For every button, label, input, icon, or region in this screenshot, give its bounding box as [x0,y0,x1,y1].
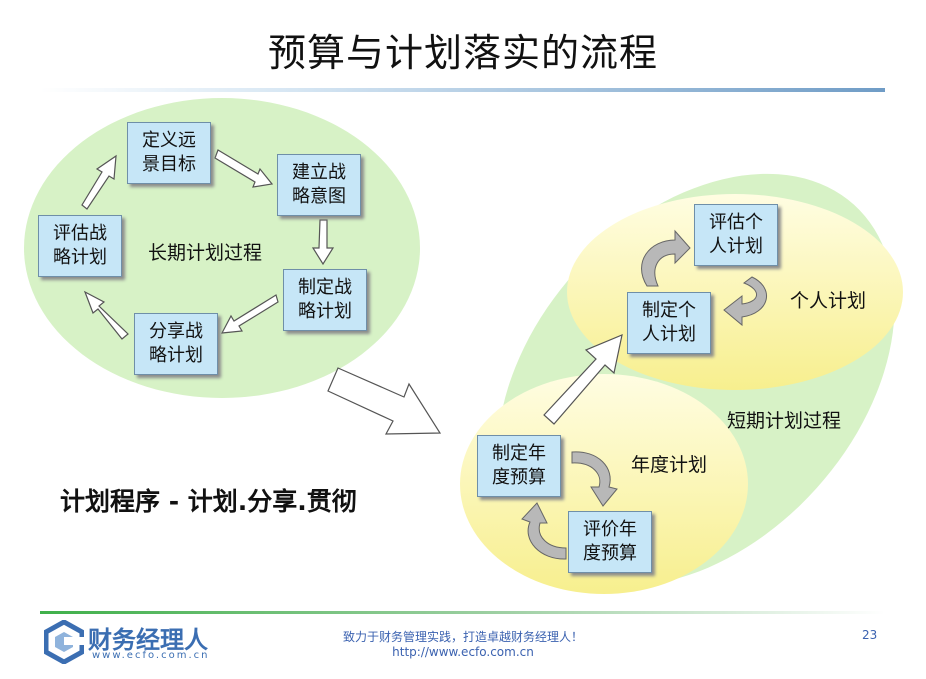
box-strategic-intent: 建立战略意图 [277,154,361,216]
box-make-strategic-plan: 制定战略计划 [283,269,367,331]
footer-divider [40,611,885,614]
arrow-vision-to-intent [214,149,274,188]
page-number: 23 [862,628,878,642]
arrow-share-to-evaluate [83,290,129,340]
curve-arrow-personal-upper [641,229,691,287]
label-long-term: 长期计划过程 [148,242,263,264]
box-evaluate-personal-plan: 评估个人计划 [694,204,778,266]
footer-url[interactable]: http://www.ecfo.com.cn [392,645,534,659]
slide-subtitle: 计划程序 - 计划.分享.贯彻 [60,487,357,516]
brand-name: 财务经理人 [88,626,208,654]
footer-slogan: 致力于财务管理实践，打造卓越财务经理人！ [342,630,583,644]
box-make-personal-plan: 制定个人计划 [627,292,711,354]
brand-url: www.ecfo.com.cn [92,650,210,661]
box-define-vision: 定义远景目标 [127,122,211,184]
curve-arrow-annual-upper [571,451,618,507]
box-share-strategic-plan: 分享战略计划 [134,313,218,375]
arrow-long-to-short [327,367,442,435]
box-make-annual-budget: 制定年度预算 [477,435,561,497]
curve-arrow-personal-lower [723,276,768,327]
label-personal-plan: 个人计划 [790,290,867,312]
arrow-evaluate-to-vision [81,154,117,210]
arrow-intent-to-plan [311,219,335,266]
box-evaluate-annual-budget: 评价年度预算 [568,511,652,573]
box-evaluate-strategic-plan: 评估战略计划 [38,215,122,277]
arrow-plan-to-share [220,294,279,334]
ecfo-logo-icon [44,620,84,664]
title-divider [40,88,885,92]
label-short-term: 短期计划过程 [727,410,842,432]
label-annual-plan: 年度计划 [631,454,708,476]
page-title: 预算与计划落实的流程 [267,31,658,75]
curve-arrow-annual-lower [521,502,567,560]
arrow-annual-to-personal [543,334,623,425]
